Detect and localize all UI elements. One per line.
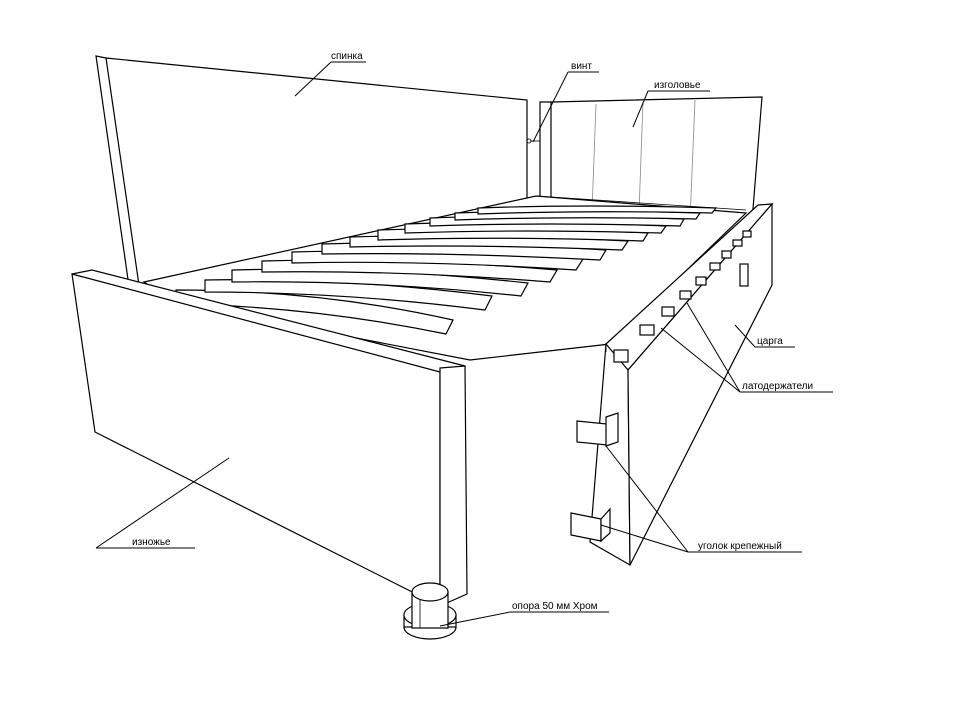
footboard <box>71 269 468 607</box>
label-spinka: спинка <box>331 51 363 62</box>
side-rail <box>589 202 774 567</box>
label-latoderzhateli: латодержатели <box>742 381 813 392</box>
support-leg <box>403 582 457 640</box>
label-tsarga: царга <box>757 336 783 347</box>
leader-lines <box>95 61 833 627</box>
slat-holders <box>613 230 752 363</box>
label-izgolovie: изголовье <box>654 80 701 91</box>
label-izgnozhie: изножье <box>132 537 171 548</box>
label-opora: опора 50 мм Хром <box>512 601 598 612</box>
slats <box>175 205 718 335</box>
labels: спинка винт изголовье царга латодержател… <box>132 51 813 612</box>
label-vint: винт <box>571 61 592 72</box>
label-ugolok: уголок крепежный <box>698 541 782 552</box>
